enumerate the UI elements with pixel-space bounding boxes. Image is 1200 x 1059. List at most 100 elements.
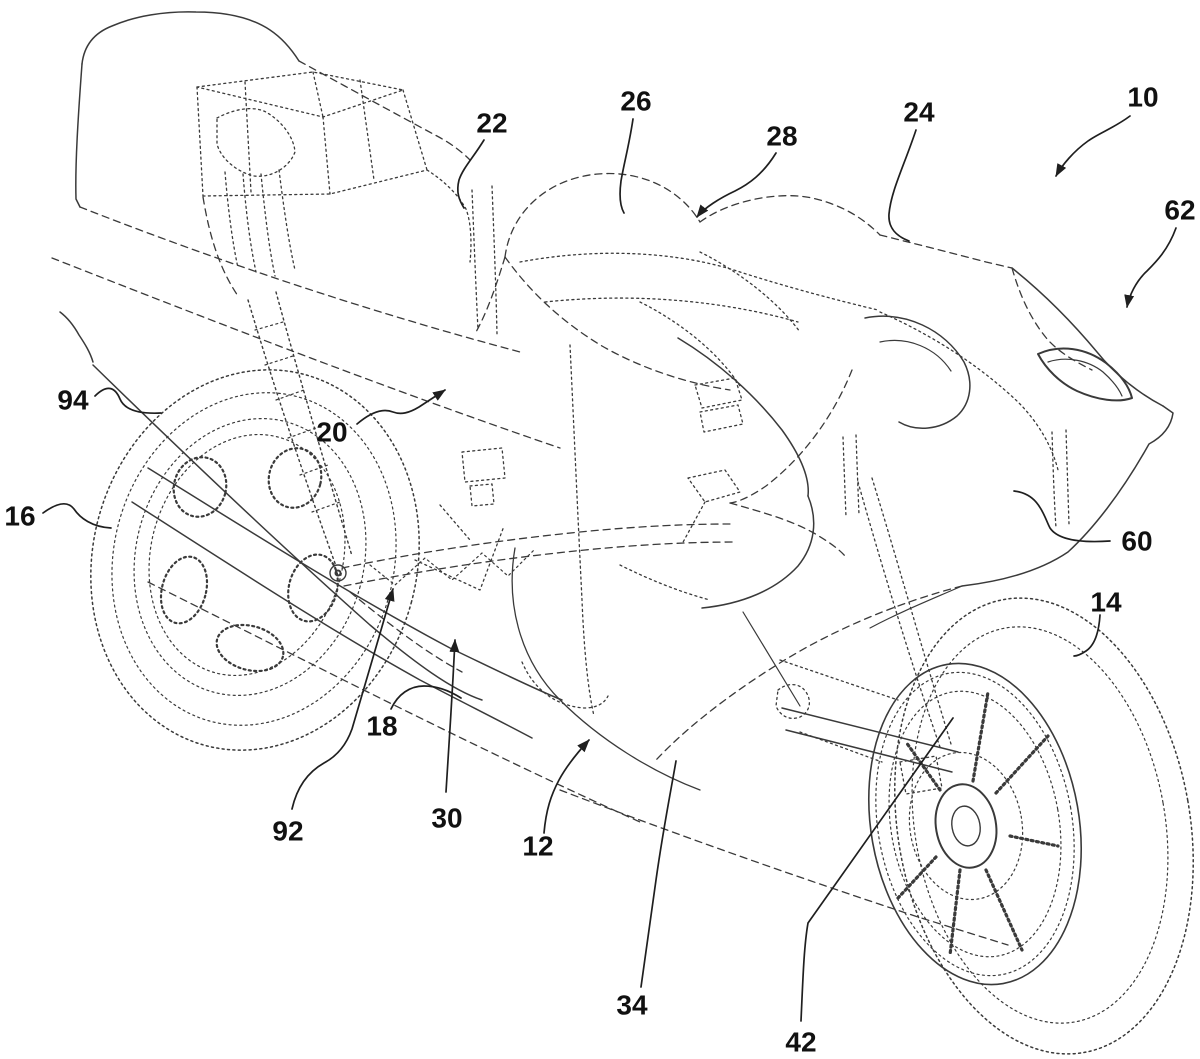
sketch-path — [857, 477, 952, 751]
leader-line-28 — [696, 152, 777, 218]
sketch-path — [349, 591, 463, 673]
ref-label-18: 18 — [366, 711, 397, 742]
leader-line-26 — [619, 118, 634, 214]
sketch-path — [799, 731, 883, 763]
sketch-path — [639, 301, 741, 387]
ref-label-62: 62 — [1164, 195, 1195, 226]
leader-line-24 — [888, 129, 917, 242]
leader-lines — [42, 115, 1177, 1022]
sketch-ellipse — [215, 623, 285, 673]
sketch-path — [1011, 267, 1164, 407]
sketch-path — [544, 297, 799, 323]
sketch-path — [779, 659, 899, 701]
sketch-ellipse — [934, 783, 998, 869]
leader-line-22 — [456, 139, 485, 209]
sketch-path — [511, 547, 701, 791]
ref-label-42: 42 — [785, 1027, 816, 1058]
sketch-path — [461, 447, 506, 483]
sketch-path — [341, 523, 731, 569]
sketch-path — [224, 169, 296, 277]
leader-line-18 — [390, 685, 462, 710]
sketch-path — [59, 311, 94, 363]
ref-label-26: 26 — [620, 86, 651, 117]
sketch-path — [196, 86, 428, 197]
sketch-ellipse — [90, 369, 420, 751]
sketch-path — [196, 71, 404, 118]
leader-line-94 — [94, 387, 162, 415]
sketch-path — [504, 172, 701, 258]
ref-label-28: 28 — [766, 121, 797, 152]
sketch-path — [81, 11, 300, 65]
sketch-path — [51, 257, 561, 449]
leader-line-12 — [543, 739, 590, 834]
ref-label-22: 22 — [476, 108, 507, 139]
sketch-path — [244, 71, 375, 193]
leader-line-42 — [800, 717, 954, 1022]
ref-label-14: 14 — [1090, 587, 1122, 618]
sketch-path — [699, 251, 801, 333]
ref-label-24: 24 — [903, 97, 935, 128]
sketch-path — [439, 504, 471, 541]
sketch-path — [729, 369, 853, 504]
sketch-path — [247, 299, 337, 567]
leader-line-92 — [291, 588, 395, 810]
sketch-path — [131, 501, 533, 739]
sketch-path — [79, 206, 521, 353]
sketch-path — [1051, 429, 1070, 529]
sketch-path — [92, 364, 483, 701]
sketch-path — [842, 434, 860, 518]
ref-label-12: 12 — [522, 831, 553, 862]
sketch-path — [677, 337, 809, 497]
sketch-ellipse — [329, 564, 347, 582]
sketch-path — [521, 661, 609, 709]
sketch-ellipse — [908, 751, 1024, 901]
sketch-path — [75, 63, 83, 208]
leader-line-14 — [1073, 614, 1101, 657]
sketch-path — [896, 690, 1060, 957]
sketch-ellipse — [287, 553, 339, 623]
sketch-path — [471, 189, 479, 331]
sketch-ellipse — [888, 690, 1062, 958]
sketch-path — [961, 405, 1174, 587]
sketch-path — [879, 311, 1059, 471]
sketch-ellipse — [911, 626, 1169, 1024]
ref-label-92: 92 — [272, 816, 303, 847]
motorcycle-sketch — [51, 11, 1194, 1055]
ref-label-30: 30 — [431, 803, 462, 834]
sketch-ellipse — [951, 805, 981, 847]
sketch-ellipse — [894, 597, 1194, 1055]
sketch-path — [202, 169, 428, 197]
sketch-path — [879, 234, 1013, 269]
ref-label-10: 10 — [1127, 82, 1158, 113]
sketch-ellipse — [867, 662, 1083, 986]
sketch-path — [369, 548, 536, 586]
sketch-path — [1047, 358, 1123, 397]
sketch-path — [147, 467, 563, 701]
sketch-path — [569, 344, 595, 717]
sketch-path — [655, 585, 963, 761]
sketch-ellipse — [875, 671, 1075, 977]
sketch-path — [785, 729, 953, 773]
sketch-path — [519, 252, 879, 311]
leader-line-10 — [1055, 115, 1131, 177]
sketch-ellipse — [172, 456, 228, 518]
ref-label-60: 60 — [1121, 526, 1152, 557]
sketch-ellipse — [159, 555, 209, 625]
sketch-ellipse — [267, 447, 323, 509]
ref-label-20: 20 — [316, 417, 347, 448]
sketch-path — [775, 683, 811, 720]
sketch-path — [742, 611, 801, 707]
leader-line-30 — [445, 639, 460, 793]
sketch-path — [426, 169, 472, 263]
sketch-path — [729, 502, 846, 557]
sketch-path — [414, 525, 505, 591]
sketch-path — [475, 256, 506, 333]
sketch-path — [879, 339, 952, 372]
sketch-path — [781, 707, 959, 753]
sketch-path — [681, 469, 741, 545]
sketch-path — [202, 196, 239, 297]
sketch-path — [1037, 347, 1133, 402]
sketch-path — [701, 495, 815, 609]
